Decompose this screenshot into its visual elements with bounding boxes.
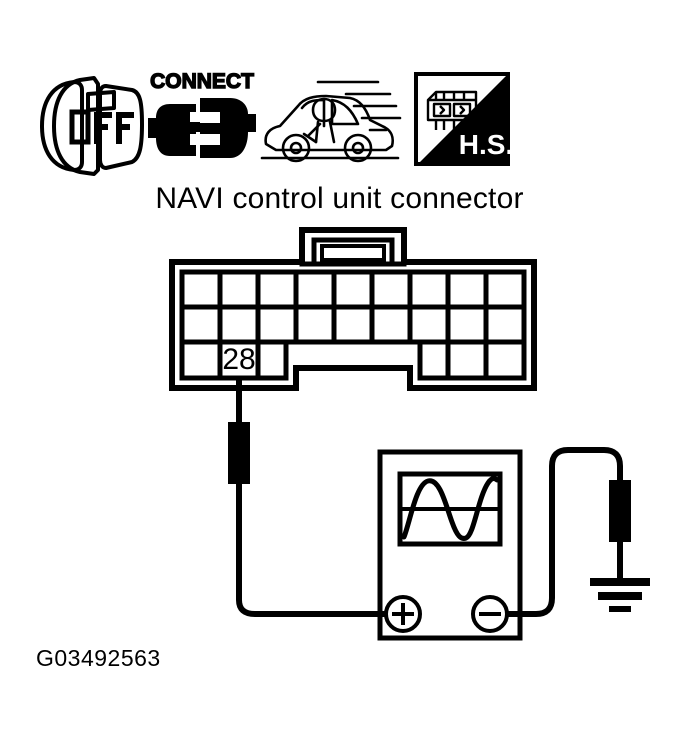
svg-text:H.S.: H.S. [459,129,510,160]
navi-connector-drawing: 28 [169,227,537,391]
oscilloscope [377,449,523,641]
figure-caption: NAVI control unit connector [155,182,524,215]
test-probe-positive [228,422,250,484]
harness-side-icon: H.S. [414,72,510,166]
terminal-negative [471,595,509,633]
waveform-trace [401,475,500,541]
figure-code: G03492563 [36,645,161,671]
wire-ground [507,447,623,617]
chassis-ground-symbol [590,578,650,612]
test-schematic: 28 [0,222,679,652]
svg-text:CONNECT: CONNECT [150,70,254,93]
vehicle-driving-icon [258,72,406,172]
terminal-positive [384,595,422,633]
terminal-number-label: 28 [222,343,255,376]
wire-positive [236,378,385,617]
condition-icon-strip: CONNECT [0,0,679,180]
ignition-switch-off-icon [36,74,148,178]
connector-connect-icon: CONNECT [146,66,258,172]
test-probe-ground [609,480,631,542]
